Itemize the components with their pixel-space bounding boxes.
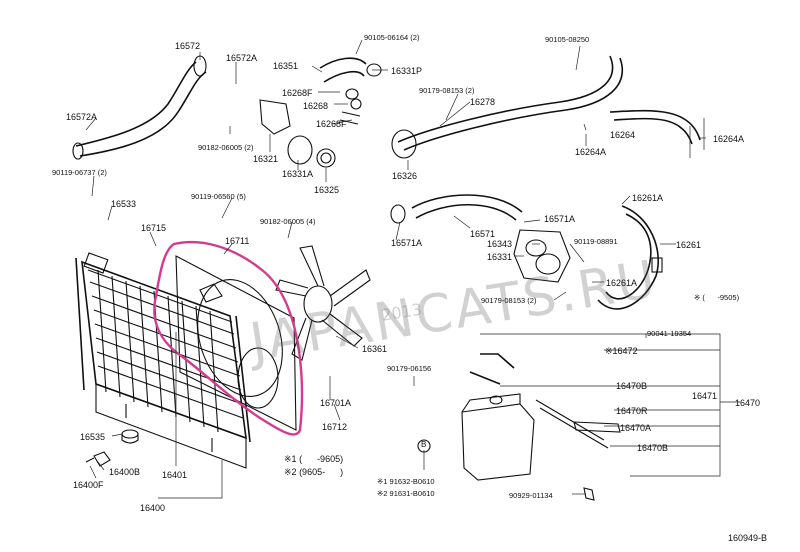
part-label: 16572	[175, 41, 201, 51]
callout-letter-b: B	[421, 440, 427, 449]
bypass-pipe	[391, 55, 705, 159]
part-label: 16701A	[320, 398, 352, 408]
part-label: 16571	[470, 229, 496, 239]
part-label: 16268F	[316, 119, 347, 129]
leader-lines	[85, 39, 740, 499]
part-label: 16533	[111, 199, 137, 209]
part-label: 90105-06164 (2)	[364, 33, 420, 42]
part-label: ※16472	[605, 346, 638, 356]
note-mark: ※2	[284, 467, 297, 477]
part-label: 16471	[692, 391, 718, 401]
radiator-cap	[121, 429, 139, 444]
part-label: ※1 91632-B0610	[377, 477, 435, 486]
part-label: 16470A	[620, 423, 652, 433]
radiator-core	[75, 252, 251, 469]
part-label: 16470	[735, 398, 761, 408]
cooling-fan	[275, 245, 371, 361]
part-label: 16361	[362, 344, 388, 354]
part-label: 90179-08153 (2)	[481, 296, 537, 305]
part-label: 16470B	[616, 381, 648, 391]
note-text: (9605- )	[299, 467, 344, 477]
part-label: 16400F	[73, 480, 104, 490]
part-label: 16401	[162, 470, 188, 480]
part-label: 16268	[303, 101, 329, 111]
part-label: 16470R	[616, 406, 648, 416]
part-label: 16572A	[66, 112, 98, 122]
part-label: 16535	[80, 432, 106, 442]
part-label: 16264A	[713, 134, 745, 144]
part-label: 90179-08153 (2)	[419, 86, 475, 95]
note-mark: ※	[694, 293, 701, 302]
part-label: 16325	[314, 185, 340, 195]
part-label: 16321	[253, 154, 279, 164]
part-label: 16470B	[637, 443, 669, 453]
part-label: 90179-06156	[387, 364, 432, 373]
hose-clamp	[583, 487, 595, 501]
part-label: 16331P	[391, 66, 423, 76]
callout-circle-b	[417, 439, 431, 453]
thermostat-housing	[513, 229, 571, 283]
part-label: 16261A	[606, 278, 638, 288]
part-label: 16278	[470, 97, 496, 107]
part-label: 16400	[140, 503, 166, 513]
part-label: 90105-08250	[545, 35, 590, 44]
part-label: 16711	[225, 236, 250, 246]
part-label: 16268F	[282, 88, 313, 98]
part-label: 16331	[487, 252, 513, 262]
part-label: 90119-06560 (5)	[191, 192, 246, 201]
fan-shroud	[175, 255, 297, 431]
part-label: 16715	[141, 223, 167, 233]
note-mark-range: ※ ( -9505)	[694, 293, 739, 303]
note-text: ( -9605)	[299, 454, 344, 464]
upper-radiator-hose	[72, 55, 207, 160]
part-label: 16326	[392, 171, 418, 181]
tank-bracket	[469, 353, 621, 449]
part-label: 16712	[322, 422, 348, 432]
note-text: ( -9505)	[702, 293, 740, 302]
part-label: 16351	[273, 61, 299, 71]
note-1: ※1 ( -9605)	[284, 454, 343, 464]
part-label: 16264A	[575, 147, 607, 157]
reservoir-hose	[390, 194, 523, 224]
figure-id: 160949-B	[728, 533, 768, 543]
part-label: 90041-19354	[647, 329, 692, 338]
part-label: 16572A	[226, 53, 258, 63]
note-mark: ※1	[284, 454, 297, 464]
part-label: 16261	[676, 240, 702, 250]
reserve-tank	[461, 393, 535, 481]
part-label: 16400B	[109, 467, 141, 477]
part-label: 16261A	[632, 193, 664, 203]
part-label: 16331A	[282, 169, 314, 179]
water-inlet-pipe	[319, 57, 382, 125]
drain-cock	[85, 451, 111, 467]
part-label: 16343	[487, 239, 513, 249]
highlight-outline	[153, 240, 304, 436]
part-label: 90929-01134	[509, 491, 553, 500]
part-label: 16571A	[544, 214, 576, 224]
part-label: 90119-06737 (2)	[52, 168, 107, 177]
heater-hose	[597, 205, 663, 310]
part-label: 90119-08891	[574, 237, 618, 246]
part-label: 90182-06005 (4)	[260, 217, 316, 226]
part-label: 16264	[610, 130, 636, 140]
note-2: ※2 (9605- )	[284, 467, 343, 477]
water-outlet	[259, 99, 336, 168]
part-label: 16571A	[391, 238, 423, 248]
part-label: 90182-06005 (2)	[198, 143, 254, 152]
part-label: ※2 91631-B0610	[377, 489, 435, 498]
